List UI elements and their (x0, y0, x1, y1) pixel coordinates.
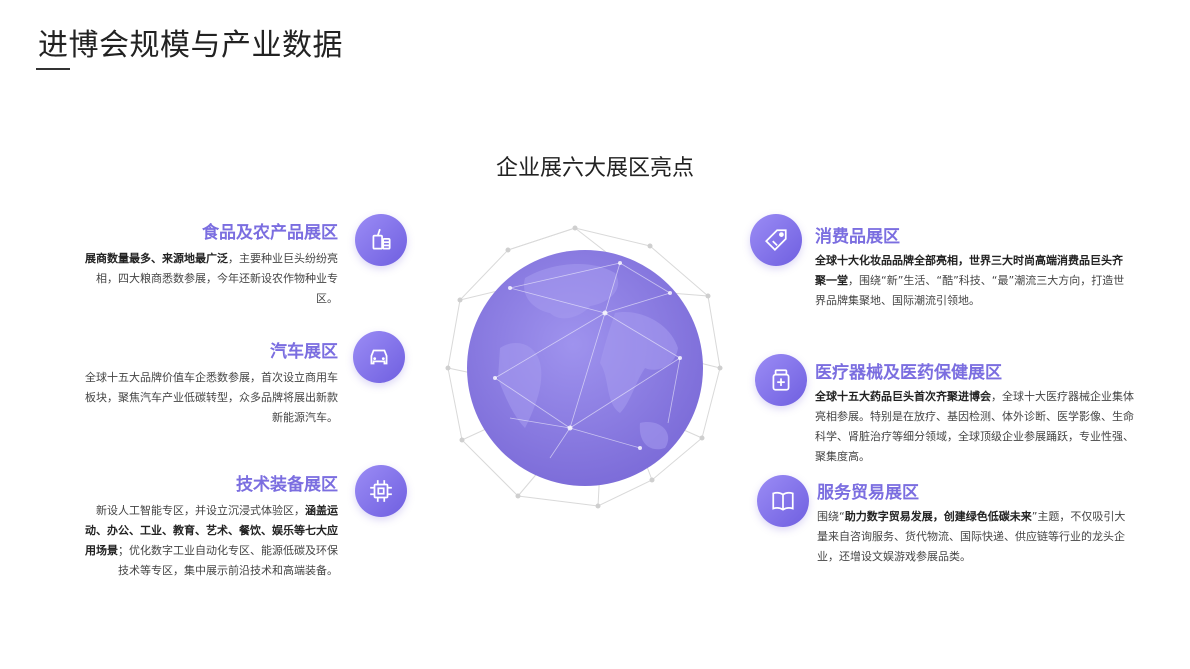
zone-consumer: 消费品展区 全球十大化妆品品牌全部亮相，世界三大时尚高端消费品巨头齐聚一堂，围绕… (815, 222, 1133, 311)
book-icon (757, 475, 809, 527)
zone-food: 食品及农产品展区 展商数量最多、来源地最广泛，主要种业巨头纷纷亮相，四大粮商悉数… (76, 218, 338, 309)
zone-auto-title: 汽车展区 (270, 342, 338, 362)
zone-food-desc-bold: 展商数量最多、来源地最广泛 (85, 252, 228, 265)
zone-consumer-desc-bold: 全球十大化妆品品牌全部亮相，世界三大时尚高端消费品巨头齐聚一堂 (815, 254, 1123, 287)
zone-medical-desc-bold: 全球十五大药品巨头首次齐聚进博会 (815, 390, 991, 403)
zone-consumer-title: 消费品展区 (815, 227, 900, 247)
zone-tech: 技术装备展区 新设人工智能专区，并设立沉浸式体验区，涵盖运动、办公、工业、教育、… (76, 470, 338, 581)
zone-service-desc-bold: 助力数字贸易发展，创建绿色低碳未来 (844, 510, 1032, 523)
zone-consumer-desc-rest: ，围绕“新”生活、“酷”科技、“最”潮流三大方向，打造世界品牌集聚地、国际潮流引… (815, 274, 1125, 307)
zone-service-title: 服务贸易展区 (817, 483, 919, 503)
zone-tech-desc-b: ；优化数字工业自动化专区、能源低碳及环保技术等专区，集中展示前沿技术和高端装备。 (118, 544, 338, 577)
page-title: 进博会规模与产业数据 (38, 28, 343, 63)
globe-graphic (440, 218, 730, 513)
zone-service-desc: 围绕“助力数字贸易发展，创建绿色低碳未来”主题，不仅吸引大量来自咨询服务、货代物… (817, 507, 1135, 567)
zone-tech-desc-a: 新设人工智能专区，并设立沉浸式体验区， (96, 504, 305, 517)
zone-service-desc-b: ”主题，不仅吸引大量来自咨询服务、货代物流、国际快递、供应链等行业的龙头企业，还… (817, 510, 1126, 563)
food-drink-icon (355, 214, 407, 266)
zone-tech-title: 技术装备展区 (236, 475, 338, 495)
title-underline (36, 68, 70, 70)
medicine-icon (755, 354, 807, 406)
zone-auto-desc: 全球十五大品牌价值车企悉数参展，首次设立商用车板块，聚焦汽车产业低碳转型，众多品… (85, 371, 338, 424)
zone-medical-title: 医疗器械及医药保健展区 (815, 363, 1002, 383)
zone-service-desc-a: 围绕“ (817, 510, 845, 523)
zone-medical-desc: 全球十五大药品巨头首次齐聚进博会，全球十大医疗器械企业集体亮相参展。特别是在放疗… (815, 387, 1135, 467)
tag-icon (750, 214, 802, 266)
zone-medical: 医疗器械及医药保健展区 全球十五大药品巨头首次齐聚进博会，全球十大医疗器械企业集… (815, 358, 1135, 467)
zone-medical-desc-rest: ，全球十大医疗器械企业集体亮相参展。特别是在放疗、基因检测、体外诊断、医学影像、… (815, 390, 1134, 463)
car-icon (353, 331, 405, 383)
section-title: 企业展六大展区亮点 (495, 156, 694, 181)
zone-tech-desc: 新设人工智能专区，并设立沉浸式体验区，涵盖运动、办公、工业、教育、艺术、餐饮、娱… (76, 501, 338, 581)
zone-food-title: 食品及农产品展区 (202, 223, 338, 243)
zone-consumer-desc: 全球十大化妆品品牌全部亮相，世界三大时尚高端消费品巨头齐聚一堂，围绕“新”生活、… (815, 251, 1133, 311)
zone-food-desc-rest: ，主要种业巨头纷纷亮相，四大粮商悉数参展，今年还新设农作物种业专区。 (96, 252, 338, 305)
zone-auto: 汽车展区 全球十五大品牌价值车企悉数参展，首次设立商用车板块，聚焦汽车产业低碳转… (76, 337, 338, 428)
chip-icon (355, 465, 407, 517)
zone-tech-desc-bold: 涵盖运动、办公、工业、教育、艺术、餐饮、娱乐等七大应用场景 (85, 504, 338, 557)
zone-service: 服务贸易展区 围绕“助力数字贸易发展，创建绿色低碳未来”主题，不仅吸引大量来自咨… (817, 478, 1135, 567)
zone-food-desc: 展商数量最多、来源地最广泛，主要种业巨头纷纷亮相，四大粮商悉数参展，今年还新设农… (76, 249, 338, 309)
